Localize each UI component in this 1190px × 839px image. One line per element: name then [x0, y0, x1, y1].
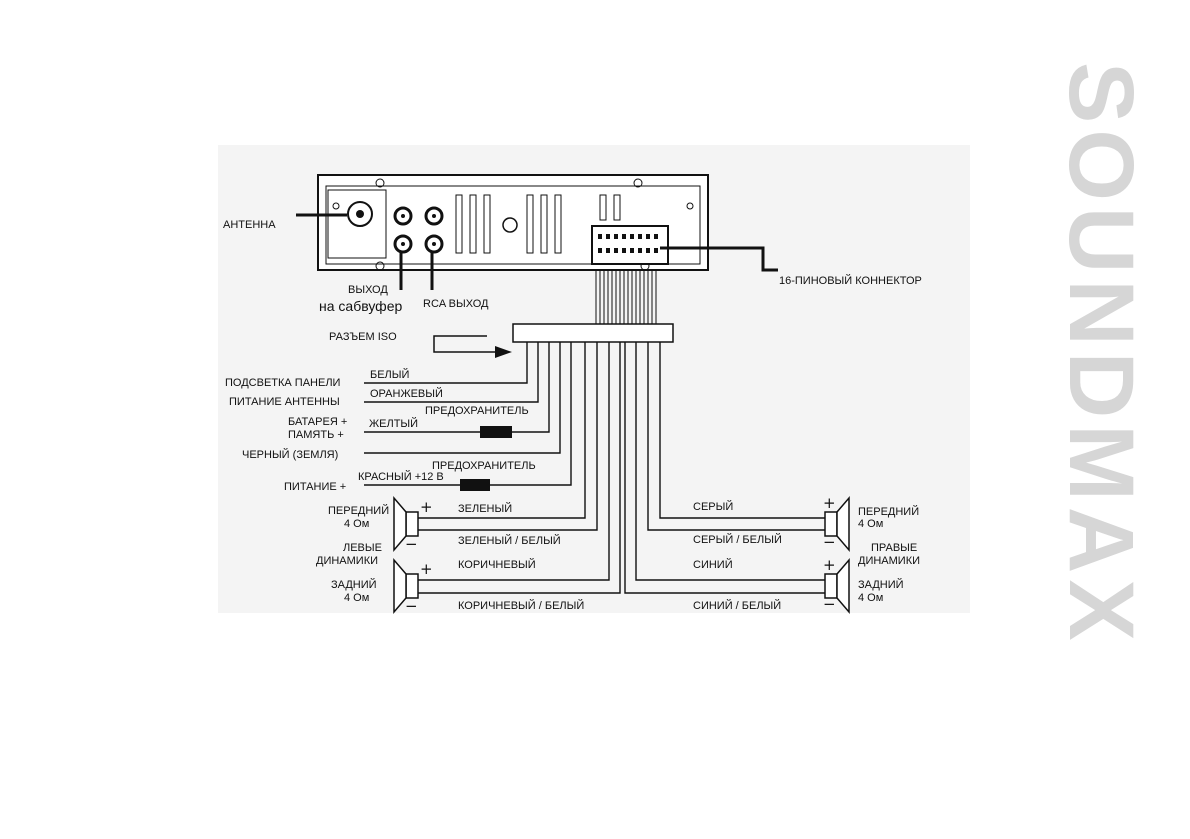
arrow-icon [495, 346, 512, 358]
right-rear-plus: + [823, 556, 836, 574]
connector16-label: 16-ПИНОВЫЙ КОННЕКТОР [779, 274, 922, 287]
sub-out-label-1: ВЫХОД [348, 284, 388, 296]
head-unit-rear [317, 174, 709, 271]
right-rear-label-2: 4 Ом [858, 592, 883, 604]
wire-brown-label: КОРИЧНЕВЫЙ [458, 558, 536, 571]
wire-gray-label: СЕРЫЙ [693, 500, 733, 513]
right-front-minus: − [823, 533, 836, 551]
wire-orange-label: ОРАНЖЕВЫЙ [370, 387, 443, 400]
wire-red-label: КРАСНЫЙ +12 В [358, 470, 444, 483]
brand-watermark: SOUNDMAX [1050, 62, 1152, 647]
ground-label: ЧЕРНЫЙ (ЗЕМЛЯ) [242, 448, 338, 461]
speaker-right-front-icon [824, 495, 850, 553]
fuse-label-1: ПРЕДОХРАНИТЕЛЬ [425, 405, 529, 417]
antenna-label: АНТЕННА [223, 219, 276, 231]
left-front-minus: − [405, 535, 418, 553]
right-front-label-1: ПЕРЕДНИЙ [858, 505, 919, 518]
speaker-left-front-icon [393, 495, 419, 553]
right-front-label-2: 4 Ом [858, 518, 883, 530]
wire-brown-white-label: КОРИЧНЕВЫЙ / БЕЛЫЙ [458, 599, 584, 612]
fuse-icon [480, 426, 512, 438]
rca-out-label: RCA ВЫХОД [423, 298, 489, 310]
left-rear-label-2: 4 Ом [344, 592, 369, 604]
speaker-left-rear-icon [393, 557, 419, 615]
wire-gray-white-label: СЕРЫЙ / БЕЛЫЙ [693, 533, 782, 546]
connector-16pin-icon [591, 225, 669, 265]
wire-yellow-label: ЖЕЛТЫЙ [369, 417, 418, 430]
harness-bundle [595, 270, 657, 324]
iso-connector-label: РАЗЪЕМ ISO [329, 331, 397, 343]
right-rear-minus: − [823, 595, 836, 613]
left-speakers-label-1: ЛЕВЫЕ [343, 542, 382, 554]
left-rear-plus: + [420, 560, 433, 578]
heatsink-fins [455, 194, 621, 254]
sub-out-label-2: на сабвуфер [319, 298, 402, 314]
right-speakers-label-2: ДИНАМИКИ [858, 555, 920, 567]
left-speakers-label-2: ДИНАМИКИ [316, 555, 378, 567]
right-front-plus: + [823, 494, 836, 512]
fuse-label-2: ПРЕДОХРАНИТЕЛЬ [432, 460, 536, 472]
battery-label-2: ПАМЯТЬ + [288, 429, 344, 441]
panel-light-label: ПОДСВЕТКА ПАНЕЛИ [225, 377, 340, 389]
power-label: ПИТАНИЕ + [284, 481, 346, 493]
iso-connector-icon [512, 323, 674, 343]
left-rear-minus: − [405, 597, 418, 615]
speaker-right-rear-icon [824, 557, 850, 615]
left-rear-label-1: ЗАДНИЙ [331, 578, 377, 591]
left-front-label-1: ПЕРЕДНИЙ [328, 504, 389, 517]
rca-jacks-icon [393, 206, 444, 254]
battery-label-1: БАТАРЕЯ + [288, 416, 347, 428]
right-speaker-wires [624, 342, 825, 594]
left-front-plus: + [420, 498, 433, 516]
wire-blue-white-label: СИНИЙ / БЕЛЫЙ [693, 599, 781, 612]
power-wires [364, 342, 572, 486]
left-front-label-2: 4 Ом [344, 518, 369, 530]
right-speakers-label-1: ПРАВЫЕ [871, 542, 917, 554]
wire-blue-label: СИНИЙ [693, 558, 733, 571]
screw-icons [332, 178, 694, 271]
wire-white-label: БЕЛЫЙ [370, 368, 409, 381]
wire-green-white-label: ЗЕЛЕНЫЙ / БЕЛЫЙ [458, 534, 561, 547]
right-rear-label-1: ЗАДНИЙ [858, 578, 904, 591]
fuse-icon [460, 479, 490, 491]
antenna-power-label: ПИТАНИЕ АНТЕННЫ [229, 396, 340, 408]
wire-green-label: ЗЕЛЕНЫЙ [458, 502, 512, 515]
left-speaker-wires [418, 342, 621, 594]
